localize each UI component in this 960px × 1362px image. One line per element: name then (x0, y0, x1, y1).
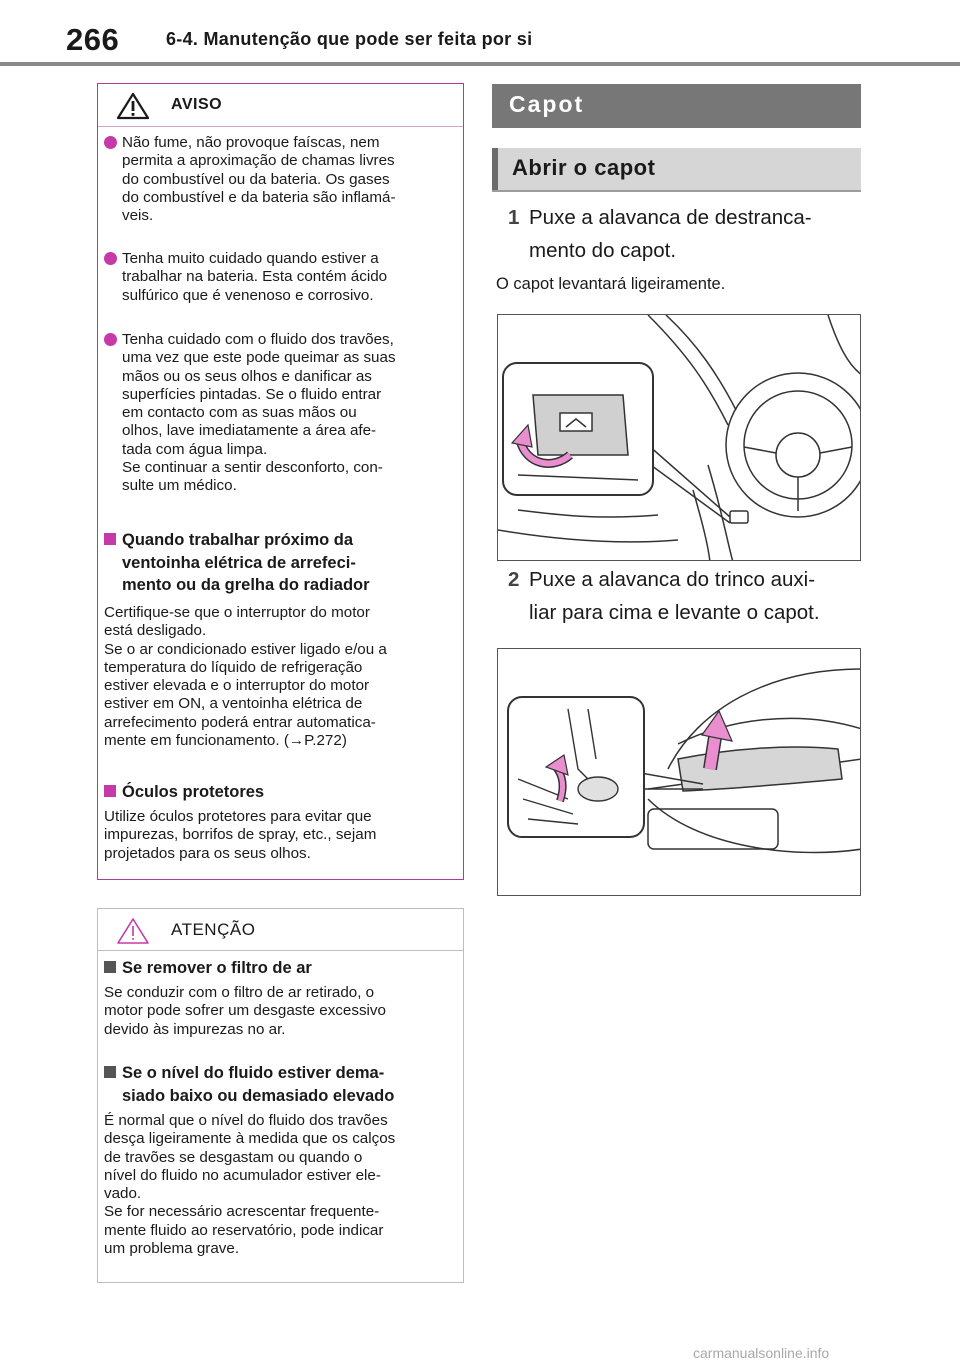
step-text: Puxe a alavanca do trinco auxi- liar par… (529, 568, 820, 624)
caution-box-header: ATENÇÃO (98, 909, 463, 951)
step-number: 1 (508, 206, 520, 229)
page-number: 266 (66, 22, 120, 57)
goggles-text: Utilize óculos protetores para evitar qu… (104, 808, 377, 862)
square-bullet-icon (104, 1066, 116, 1078)
header-rule (0, 62, 960, 66)
step-text: Puxe a alavanca de destranca- mento do c… (529, 206, 812, 262)
step-1-note: O capot levantará ligeiramente. (496, 275, 726, 293)
bullet-dot-icon (104, 252, 117, 265)
auxiliary-latch-illustration (497, 648, 861, 896)
warning-triangle-icon (116, 92, 150, 120)
caution-box: ATENÇÃO Se remover o filtro de ar Se con… (97, 908, 464, 1283)
step-number: 2 (508, 568, 520, 591)
fluid-text: É normal que o nível do fluido dos travõ… (104, 1112, 396, 1258)
filter-text: Se conduzir com o filtro de ar retirado,… (104, 984, 386, 1038)
square-bullet-icon (104, 785, 116, 797)
goggles-heading: Óculos protetores (104, 781, 454, 804)
warning-bullet-3: Tenha cuidado com o fluido dos travões, … (104, 331, 452, 496)
page-header: 266 6-4. Manutenção que pode ser feita p… (0, 0, 960, 70)
warning-box: AVISO Não fume, não provoque faíscas, ne… (97, 83, 464, 880)
warning-box-header: AVISO (98, 84, 463, 127)
step-2: 2 Puxe a alavanca do trinco auxi- liar p… (508, 563, 868, 629)
caution-title: ATENÇÃO (171, 920, 256, 939)
hood-release-lever-illustration (497, 314, 861, 561)
square-bullet-icon (104, 961, 116, 973)
hood-release-lever-drawing (498, 315, 860, 560)
watermark: carmanualsonline.info (693, 1345, 830, 1361)
fan-heading: Quando trabalhar próximo da ventoinha el… (104, 529, 454, 597)
warning-title: AVISO (171, 96, 223, 113)
page-ref-link[interactable]: P.272 (304, 732, 342, 750)
bullet-dot-icon (104, 333, 117, 346)
fluid-heading: Se o nível do fluido estiver dema- siado… (104, 1062, 454, 1107)
warning-bullet-1: Não fume, não provoque faíscas, nem perm… (104, 134, 452, 225)
fan-text: Certifique-se que o interruptor do motor… (104, 604, 387, 750)
square-bullet-icon (104, 533, 116, 545)
section-bar-capot: Capot (492, 84, 861, 128)
caution-triangle-icon (117, 918, 149, 944)
step-1: 1 Puxe a alavanca de destranca- mento do… (508, 201, 868, 267)
auxiliary-latch-drawing (507, 668, 860, 854)
warning-bullet-2: Tenha muito cuidado quando estiver a tra… (104, 250, 452, 305)
section-title: 6-4. Manutenção que pode ser feita por s… (166, 29, 533, 49)
subsection-bar-abrir-capot: Abrir o capot (492, 148, 861, 192)
page-ref-arrow-icon: → (288, 732, 305, 750)
filter-heading: Se remover o filtro de ar (104, 957, 454, 980)
bullet-dot-icon (104, 136, 117, 149)
